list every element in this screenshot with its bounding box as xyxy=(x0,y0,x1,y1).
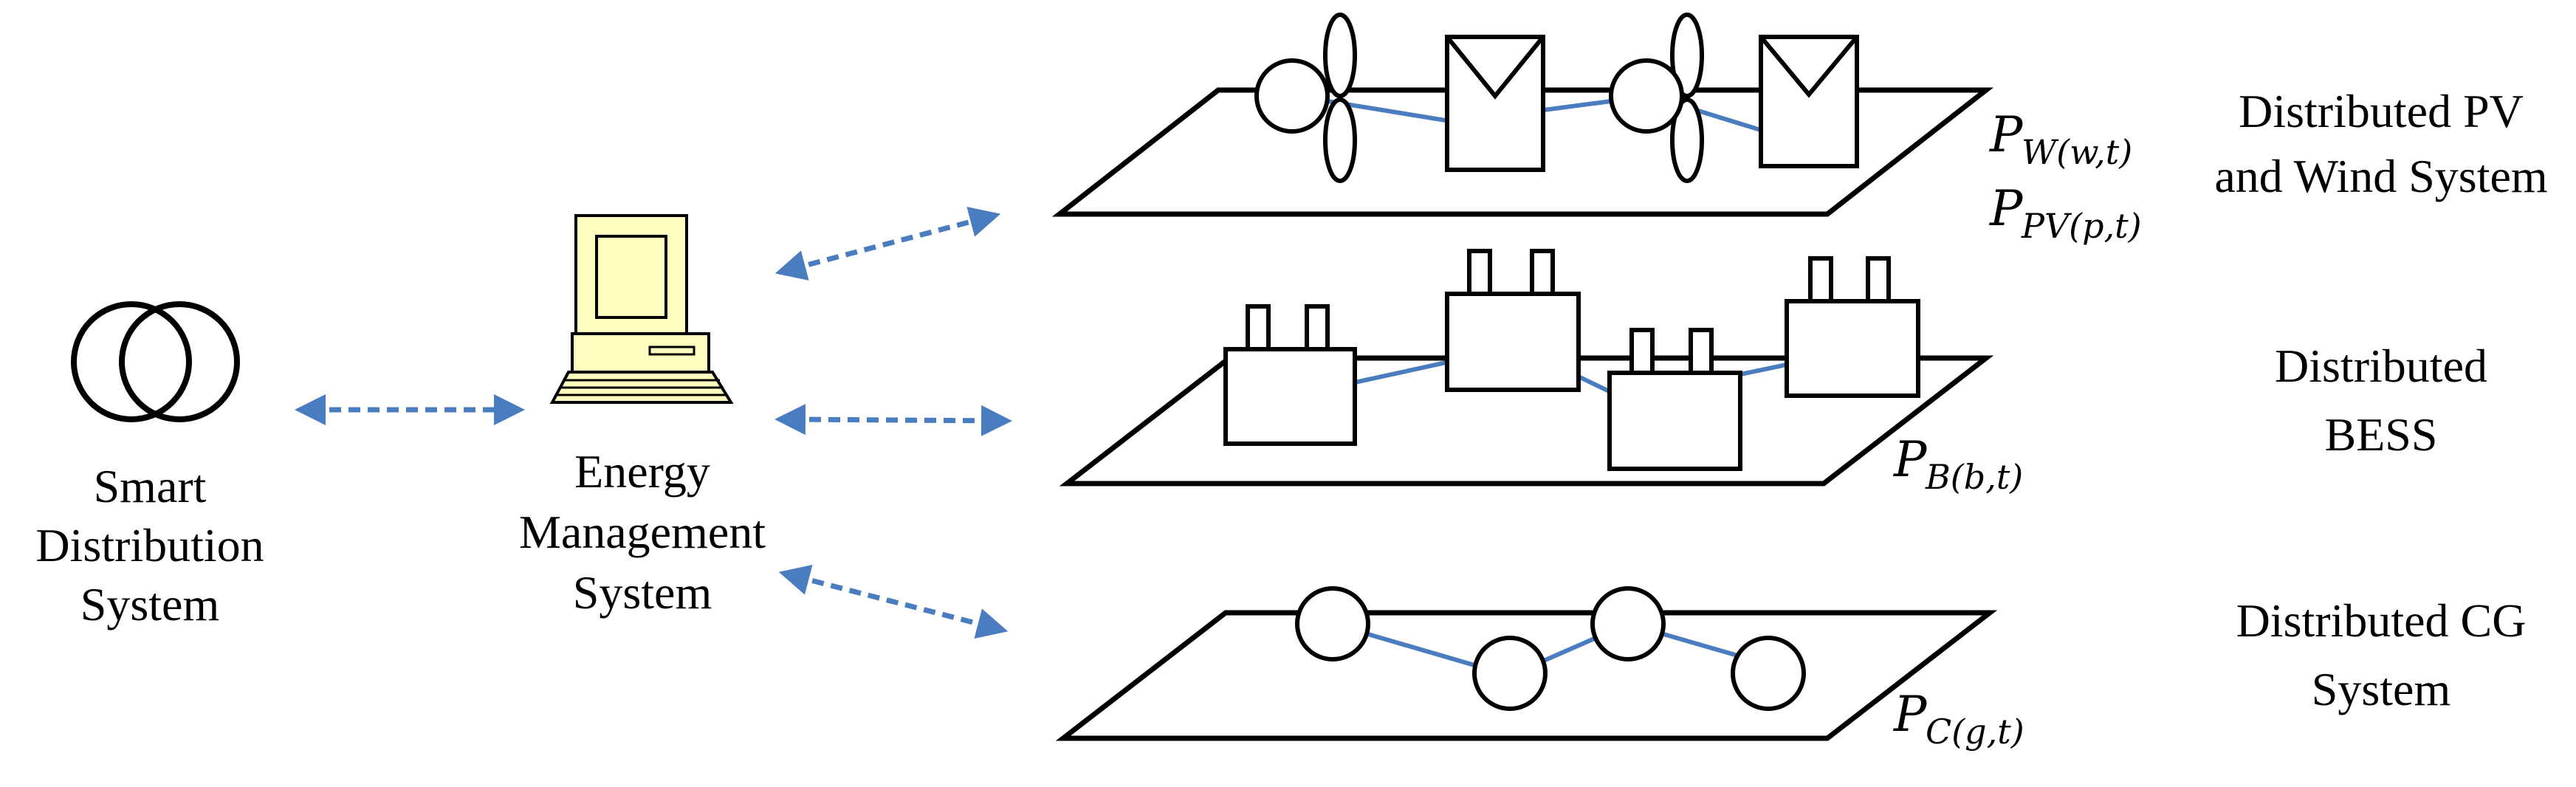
generator-icon xyxy=(1472,636,1548,711)
ems-label-line2: Management xyxy=(519,506,766,558)
battery-icon xyxy=(1785,256,1920,398)
transformer-icon xyxy=(71,301,240,422)
link-arrow-ems-cg xyxy=(778,564,1009,639)
wind-turbine-icon xyxy=(1254,13,1357,183)
generator-icon xyxy=(1731,636,1806,711)
var-p-c-base: P xyxy=(1893,686,1928,743)
ems-label-line3: System xyxy=(573,566,712,619)
generator-icon xyxy=(1295,586,1370,661)
smart-distribution-line1: Smart xyxy=(94,460,207,512)
var-p-w: P W(w,t) xyxy=(1989,106,2132,172)
layer-bess: P B(b,t) Distributed BESS xyxy=(1059,249,2487,497)
generator-icon xyxy=(1590,586,1666,661)
var-p-pv-base: P xyxy=(1989,180,2024,237)
pv-panel-icon xyxy=(1759,35,1859,168)
layer-pv-wind-title-line1: Distributed PV xyxy=(2239,85,2524,137)
smart-distribution-label: Smart Distribution System xyxy=(35,460,264,630)
var-p-b: P B(b,t) xyxy=(1893,431,2023,497)
var-p-b-base: P xyxy=(1893,431,1928,488)
battery-icon xyxy=(1607,328,1742,471)
pv-panel-icon xyxy=(1445,35,1545,172)
battery-icon xyxy=(1445,249,1581,392)
layer-pv-wind-title-line2: and Wind System xyxy=(2214,150,2547,202)
wind-turbine-icon xyxy=(1609,13,1704,183)
layer-bess-title-line1: Distributed xyxy=(2275,340,2487,392)
smart-distribution-line3: System xyxy=(80,578,219,630)
var-p-c-sub: C(g,t) xyxy=(1926,712,2024,752)
var-p-c: P C(g,t) xyxy=(1893,686,2024,752)
var-p-pv-sub: PV(p,t) xyxy=(2021,206,2142,246)
link-arrow-ems-bess xyxy=(774,404,1012,436)
link-arrow-ems-pv-wind xyxy=(774,207,1001,281)
layer-pv-wind-wire xyxy=(1295,93,1795,142)
ems-label-line1: Energy xyxy=(574,445,710,498)
layer-cg-wire xyxy=(1332,621,1769,678)
computer-icon xyxy=(549,214,734,404)
smart-distribution-line2: Distribution xyxy=(35,519,264,571)
layer-cg-title-line2: System xyxy=(2312,663,2450,715)
var-p-b-sub: B(b,t) xyxy=(1925,457,2023,497)
layer-cg-title-line1: Distributed CG xyxy=(2236,594,2527,647)
var-p-w-sub: W(w,t) xyxy=(2022,132,2132,172)
ems-label: Energy Management System xyxy=(519,445,766,619)
layer-cg: P C(g,t) Distributed CG System xyxy=(1055,586,2527,752)
layer-bess-title-line2: BESS xyxy=(2325,408,2438,461)
var-p-w-base: P xyxy=(1989,106,2024,163)
battery-icon xyxy=(1223,304,1357,446)
var-p-pv: P PV(p,t) xyxy=(1989,180,2142,246)
layer-pv-wind: P W(w,t) P PV(p,t) Distributed PV and Wi… xyxy=(1051,13,2548,246)
